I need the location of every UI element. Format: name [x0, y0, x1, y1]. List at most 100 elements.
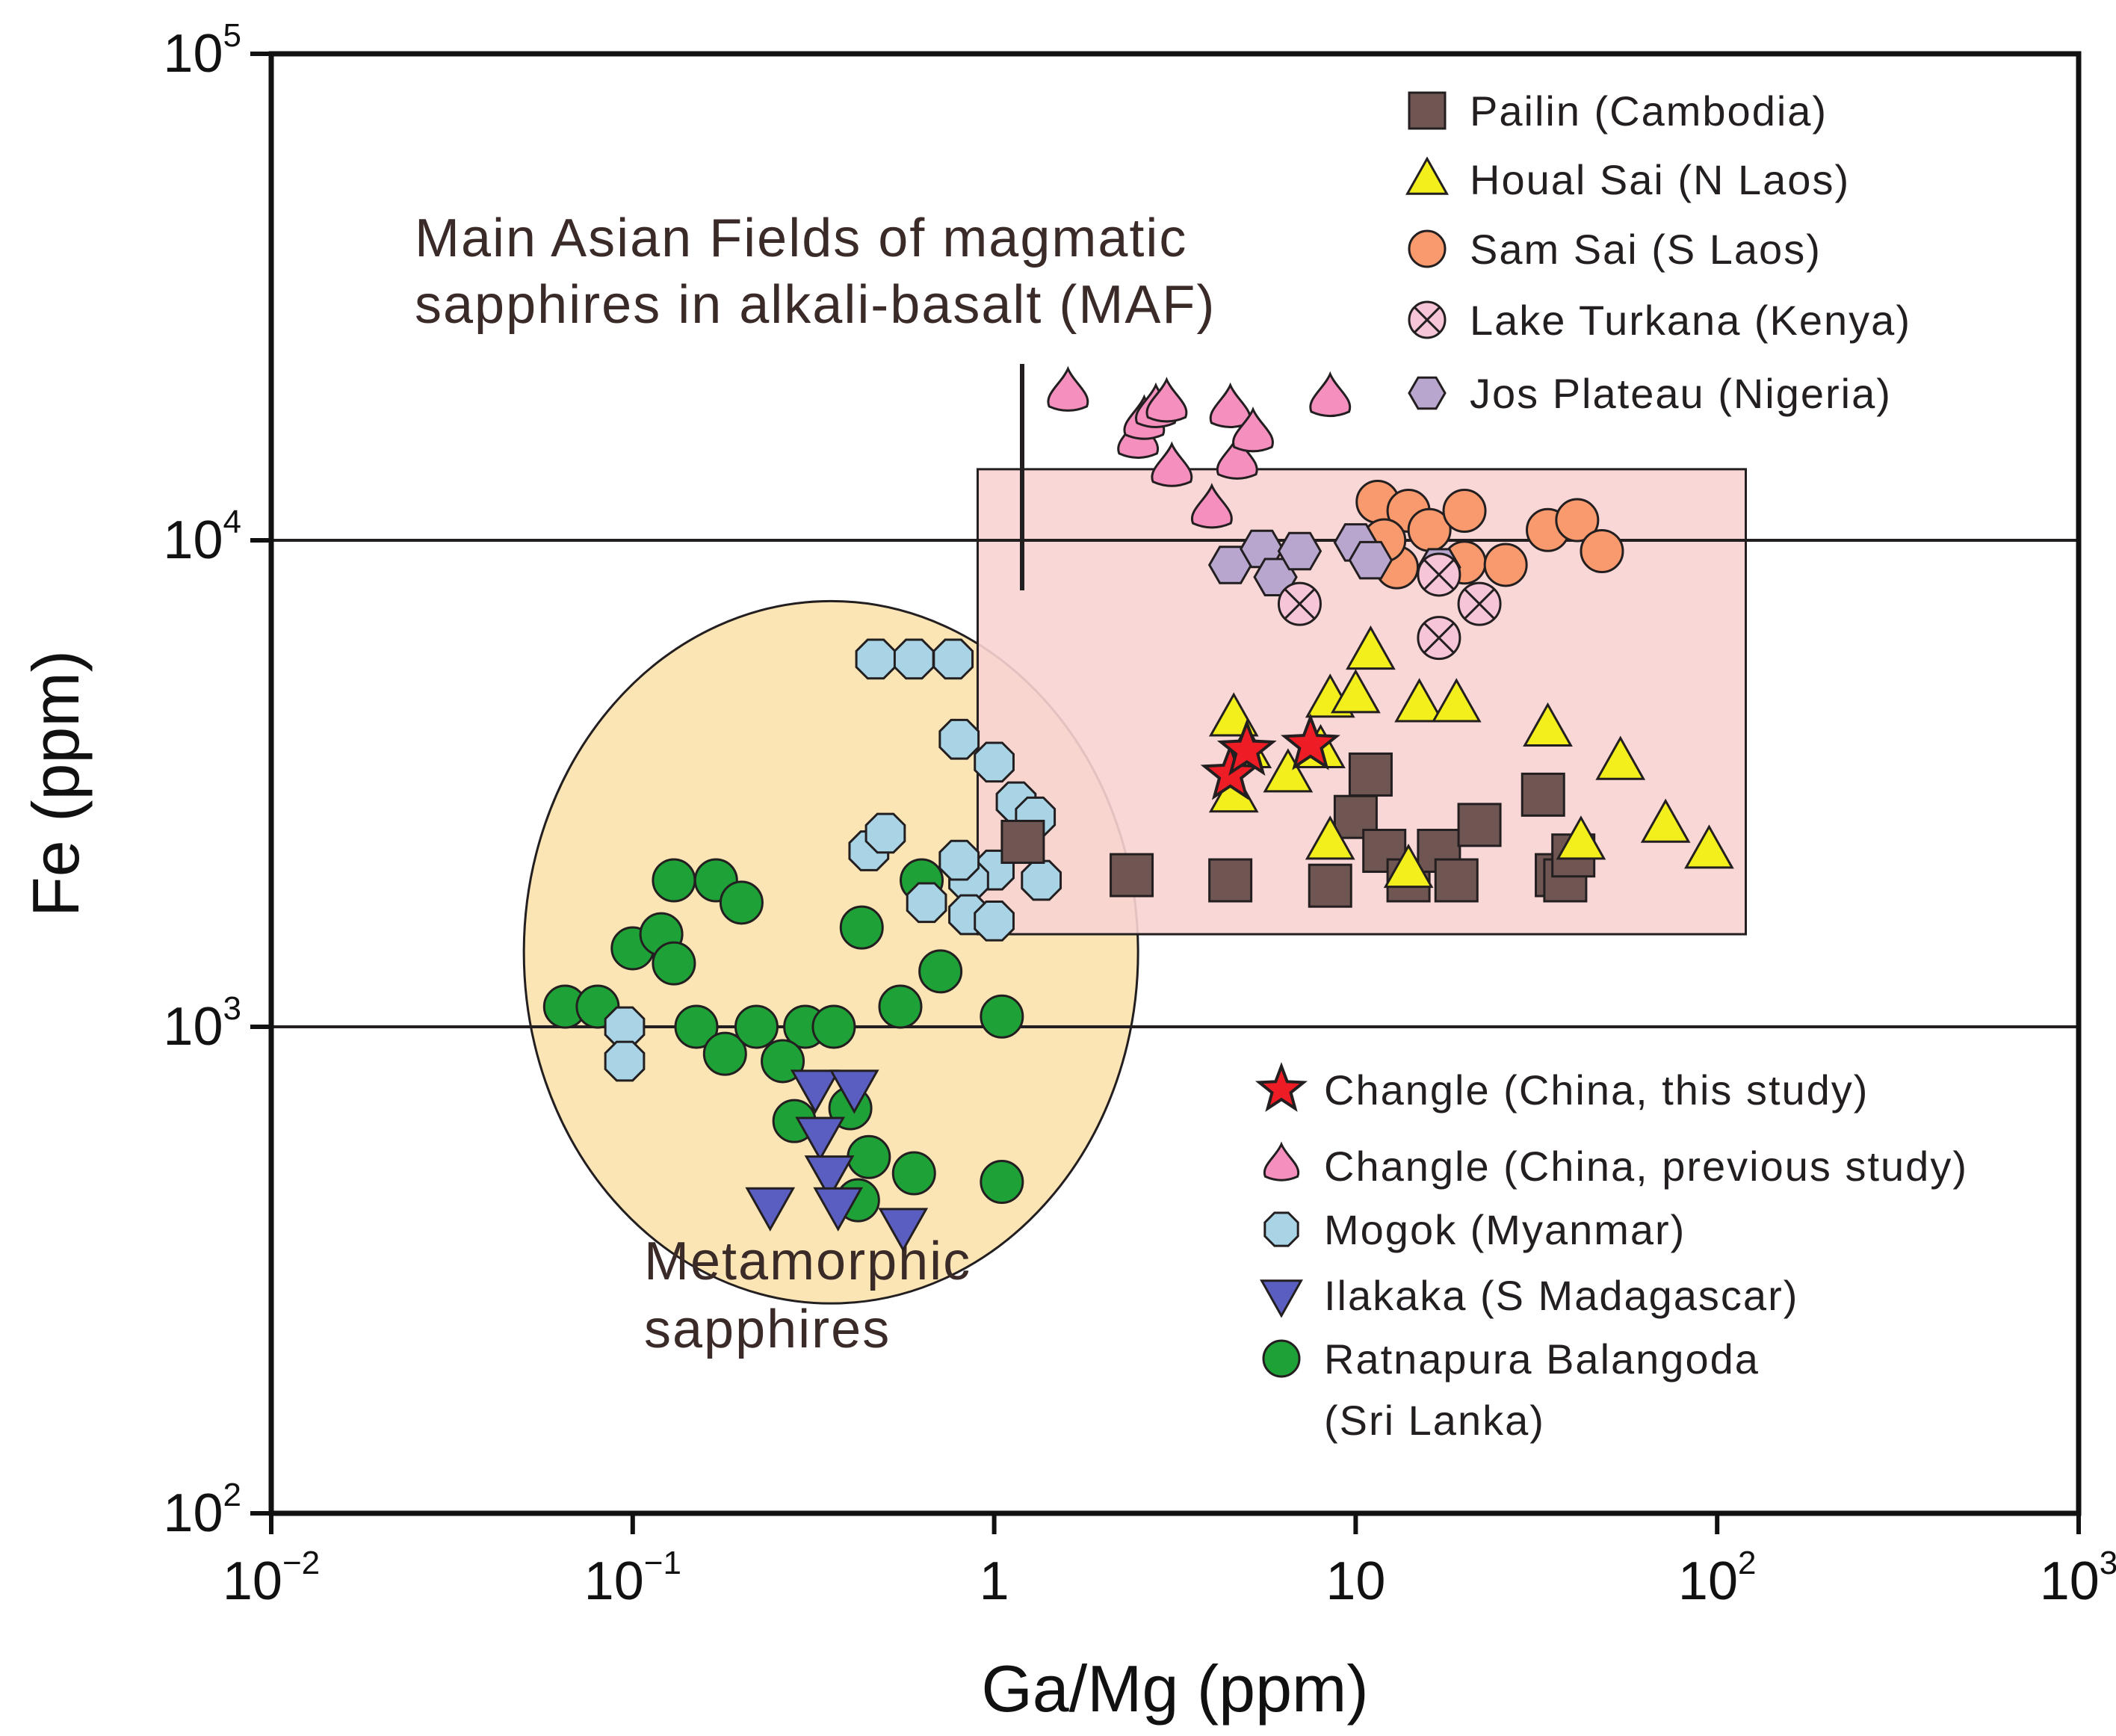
- mogok-myanmar-point-15: [864, 812, 906, 854]
- legend-marker-lake-turkana-kenya-cross-b: [1414, 306, 1441, 333]
- ratnapura-balangoda-sri-lanka-point-9: [702, 1031, 747, 1076]
- series-lake-turkana-kenya: [1277, 552, 1502, 661]
- houal-sai-n-laos-point-11: [1431, 678, 1482, 723]
- x-tick-label-5: 103: [2040, 1545, 2116, 1611]
- sam-sai-s-laos-point-6: [1483, 543, 1528, 587]
- legend-label-mogok-myanmar: Mogok (Myanmar): [1324, 1206, 1686, 1253]
- ilakaka-s-madagascar-point-3: [813, 1187, 864, 1232]
- ilakaka-s-madagascar-point-5: [745, 1187, 796, 1232]
- legend-marker-ratnapura-balangoda-sri-lanka: [1262, 1339, 1301, 1378]
- legend-marker-houal-sai-n-laos: [1405, 156, 1449, 195]
- mogok-myanmar-point-11: [906, 882, 947, 924]
- metamorphic-annotation-line1: Metamorphic: [644, 1232, 971, 1291]
- legend-marker-changle-china-previous-study: [1263, 1141, 1300, 1181]
- mogok-myanmar-point-17: [604, 1040, 646, 1082]
- changle-china-previous-study-point-8: [1216, 433, 1258, 480]
- houal-sai-n-laos-point-10: [1394, 678, 1444, 723]
- y-tick-label-3: 105: [163, 17, 241, 84]
- pailin-cambodia-point-5: [1348, 752, 1393, 797]
- houal-sai-n-laos-point-7: [1331, 669, 1381, 714]
- mogok-myanmar-point-4: [974, 741, 1015, 783]
- legend-label-changle-china-this-study: Changle (China, this study): [1324, 1066, 1869, 1113]
- ratnapura-balangoda-sri-lanka-point-5: [652, 858, 696, 903]
- lake-turkana-kenya-point-1-cross-b: [1423, 622, 1455, 654]
- changle-china-previous-study-point-7: [1209, 382, 1252, 428]
- legend-item-jos-plateau-nigeria: Jos Plateau (Nigeria): [1408, 370, 1890, 417]
- x-tick-label-2: 1: [980, 1551, 1009, 1611]
- data-point-layer: [542, 365, 1734, 1252]
- legend-label-lake-turkana-kenya: Lake Turkana (Kenya): [1470, 297, 1911, 344]
- ratnapura-balangoda-sri-lanka-point-16: [918, 949, 963, 994]
- y-axis-ticks: 102 103 104 105: [163, 17, 271, 1543]
- ilakaka-s-madagascar-point-1: [795, 1116, 846, 1161]
- x-axis-label: Ga/Mg (ppm): [981, 1652, 1368, 1726]
- changle-china-previous-study-point-9: [1232, 407, 1274, 453]
- plot-frame: [268, 51, 2082, 1516]
- pailin-cambodia-point-9: [1434, 858, 1479, 903]
- mogok-myanmar-point-3: [938, 718, 980, 760]
- pailin-cambodia-point-1: [1110, 853, 1154, 898]
- maf-annotation-line1: Main Asian Fields of magmatic: [415, 208, 1187, 268]
- houal-sai-n-laos-point-8: [1346, 625, 1396, 670]
- houal-sai-n-laos-point-13: [1556, 815, 1606, 860]
- houal-sai-n-laos-point-9: [1383, 843, 1434, 889]
- ratnapura-balangoda-sri-lanka-point-24: [980, 1160, 1024, 1205]
- ratnapura-balangoda-sri-lanka-point-7: [719, 880, 764, 925]
- legend-marker-pailin-cambodia: [1408, 91, 1447, 130]
- ratnapura-balangoda-sri-lanka-point-4: [652, 941, 696, 986]
- ilakaka-s-madagascar-point-0: [790, 1069, 841, 1114]
- y-tick-label-1: 103: [163, 990, 241, 1057]
- houal-sai-n-laos-point-12: [1523, 702, 1573, 747]
- jos-plateau-nigeria-point-3: [1277, 531, 1322, 571]
- pailin-cambodia-point-3: [1308, 863, 1352, 908]
- legend-label-ilakaka-s-madagascar: Ilakaka (S Madagascar): [1324, 1272, 1798, 1319]
- y-tick-label-0: 102: [163, 1477, 241, 1543]
- mogok-myanmar-point-16: [604, 1006, 646, 1048]
- metamorphic-annotation-line2: sapphires: [644, 1300, 891, 1359]
- series-changle-china-this-study: [1200, 713, 1340, 800]
- legend-marker-mogok-myanmar: [1263, 1211, 1299, 1247]
- maf-annotation-line2: sapphires in alkali-basalt (MAF): [415, 275, 1216, 335]
- legend-marker-jos-plateau-nigeria: [1408, 376, 1447, 410]
- y-tick-label-2: 104: [163, 504, 241, 570]
- mogok-myanmar-point-0: [855, 638, 897, 680]
- y-axis-label: Fe (ppm): [19, 650, 93, 917]
- houal-sai-n-laos-point-16: [1684, 824, 1734, 869]
- ilakaka-s-madagascar-point-4: [829, 1069, 879, 1114]
- lake-turkana-kenya-point-3: [1457, 581, 1502, 626]
- legend-label-houal-sai-n-laos: Houal Sai (N Laos): [1470, 156, 1850, 203]
- changle-china-previous-study-point-5: [1151, 441, 1193, 487]
- sam-sai-s-laos-point-8: [1555, 498, 1600, 543]
- lake-turkana-kenya-point-0: [1277, 581, 1322, 626]
- x-tick-label-0: 10−2: [223, 1545, 320, 1611]
- changle-china-previous-study-point-10: [1309, 371, 1352, 418]
- x-tick-label-1: 10−1: [584, 1545, 681, 1611]
- ilakaka-s-madagascar-point-2: [804, 1155, 855, 1200]
- ilakaka-s-madagascar-point-6: [878, 1208, 929, 1252]
- changle-china-previous-study-point-4: [1145, 377, 1188, 423]
- changle-china-previous-study-point-0: [1047, 365, 1089, 412]
- ratnapura-balangoda-sri-lanka-point-13: [811, 1004, 856, 1049]
- houal-sai-n-laos-point-3: [1263, 748, 1314, 793]
- jos-plateau-nigeria-point-5: [1348, 540, 1393, 580]
- legend-item-changle-china-this-study: Changle (China, this study): [1255, 1062, 1869, 1113]
- annotation-layer: Main Asian Fields of magmatic sapphires …: [415, 208, 1216, 1359]
- sam-sai-s-laos-point-5: [1442, 488, 1487, 533]
- houal-sai-n-laos-point-6: [1305, 815, 1355, 860]
- x-tick-label-4: 102: [1678, 1545, 1757, 1611]
- legend-item-lake-turkana-kenya: Lake Turkana (Kenya): [1408, 297, 1911, 344]
- lake-turkana-kenya-point-1: [1417, 616, 1461, 661]
- mogok-myanmar-point-10: [938, 839, 980, 881]
- houal-sai-n-laos-point-15: [1640, 798, 1691, 843]
- changle-china-this-study-point-1: [1216, 719, 1277, 776]
- ratnapura-balangoda-sri-lanka-point-10: [734, 1004, 779, 1049]
- legend-marker-changle-china-this-study: [1255, 1062, 1308, 1112]
- ratnapura-balangoda-sri-lanka-point-8: [674, 1004, 719, 1049]
- legend-item-mogok-myanmar: Mogok (Myanmar): [1263, 1206, 1686, 1253]
- ratnapura-balangoda-sri-lanka-point-14: [839, 905, 884, 950]
- mogok-myanmar-point-1: [893, 638, 935, 680]
- ratnapura-balangoda-sri-lanka-point-23: [980, 994, 1024, 1039]
- pailin-cambodia-point-2: [1208, 858, 1253, 903]
- changle-china-previous-study-point-6: [1190, 483, 1233, 529]
- lake-turkana-kenya-point-2: [1417, 552, 1461, 597]
